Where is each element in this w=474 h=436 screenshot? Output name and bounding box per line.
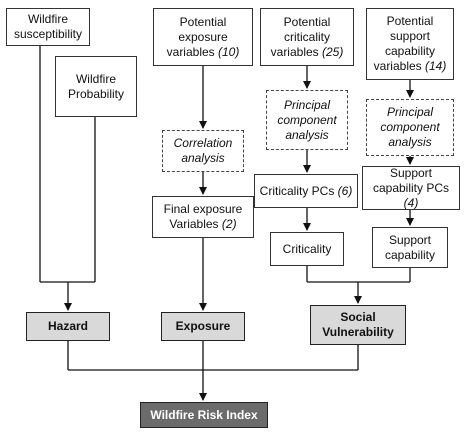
potential-exposure-line1: Potential (179, 14, 227, 29)
criticality-pcs-count: (6) (337, 183, 353, 198)
hazard-label: Hazard (47, 319, 88, 333)
wildfire-susceptibility-box: Wildfire susceptibility (6, 8, 90, 46)
correlation-analysis-line1: Correlation (173, 136, 233, 150)
support-capability-line1: Support (388, 232, 432, 247)
pca-support-box: Principal component analysis (366, 99, 454, 156)
correlation-analysis-line2: analysis (181, 151, 225, 165)
pca-criticality-line1: Principal (283, 97, 331, 112)
potential-exposure-count: (10) (218, 44, 240, 59)
wildfire-probability-line1: Wildfire (75, 71, 116, 86)
potential-criticality-box: Potential criticality variables (25) (260, 8, 354, 66)
pca-criticality-line3: analysis (285, 127, 329, 142)
potential-exposure-line3: variables (10) (167, 45, 240, 60)
pca-support-line1: Principal (386, 105, 434, 119)
potential-support-line4: variables (14) (374, 59, 447, 74)
potential-exposure-label: variables (166, 44, 215, 59)
correlation-analysis-box: Correlation analysis (162, 130, 244, 172)
criticality-pcs-line: Criticality PCs (6) (260, 184, 353, 199)
potential-support-count: (14) (425, 59, 447, 73)
potential-criticality-count: (25) (322, 44, 344, 59)
potential-exposure-line2: exposure (178, 29, 228, 44)
final-exposure-count: (2) (221, 217, 237, 231)
criticality-box: Criticality (270, 232, 344, 266)
support-pcs-line2: capability PCs (4) (366, 181, 456, 211)
criticality-label: Criticality (282, 241, 332, 256)
support-pcs-box: Support capability PCs (4) (362, 166, 460, 210)
support-capability-line2: capability (384, 247, 436, 262)
pca-support-line2: component (380, 120, 440, 134)
pca-criticality-line2: component (277, 112, 337, 127)
potential-support-line1: Potential (386, 14, 434, 28)
exposure-label: Exposure (175, 319, 231, 333)
potential-support-line2: support (389, 29, 431, 43)
criticality-pcs-label: Criticality PCs (259, 183, 335, 198)
pca-criticality-box: Principal component analysis (266, 90, 348, 150)
hazard-box: Hazard (26, 312, 110, 341)
final-exposure-box: Final exposure Variables (2) (152, 196, 254, 238)
exposure-box: Exposure (161, 312, 245, 341)
support-pcs-line1: Support (389, 165, 433, 180)
wildfire-probability-line2: Probability (67, 86, 125, 101)
social-vulnerability-box: Social Vulnerability (310, 305, 406, 345)
support-pcs-count: (4) (403, 195, 419, 210)
potential-criticality-label: variables (270, 44, 319, 59)
support-capability-box: Support capability (372, 227, 448, 268)
final-exposure-label: Variables (169, 217, 219, 231)
wildfire-risk-index-box: Wildfire Risk Index (140, 402, 268, 428)
wildfire-susceptibility-line2: susceptibility (13, 27, 83, 41)
support-pcs-label: capability PCs (372, 180, 450, 195)
potential-support-label: variables (373, 59, 422, 73)
pca-support-line3: analysis (388, 135, 432, 149)
final-exposure-line1: Final exposure (163, 202, 243, 216)
potential-criticality-line2: criticality (283, 29, 330, 44)
final-exposure-line2: Variables (2) (169, 217, 236, 232)
social-vulnerability-line1: Social (340, 310, 376, 324)
potential-exposure-box: Potential exposure variables (10) (153, 8, 253, 66)
potential-criticality-line1: Potential (283, 14, 331, 29)
potential-support-line3: capability (384, 44, 436, 58)
wildfire-risk-index-label: Wildfire Risk Index (150, 407, 258, 422)
potential-support-box: Potential support capability variables (… (366, 8, 454, 80)
social-vulnerability-line2: Vulnerability (322, 325, 394, 339)
wildfire-probability-box: Wildfire Probability (55, 56, 137, 117)
potential-criticality-line3: variables (25) (271, 45, 344, 60)
wildfire-susceptibility-line1: Wildfire (27, 12, 68, 26)
criticality-pcs-box: Criticality PCs (6) (254, 174, 358, 208)
